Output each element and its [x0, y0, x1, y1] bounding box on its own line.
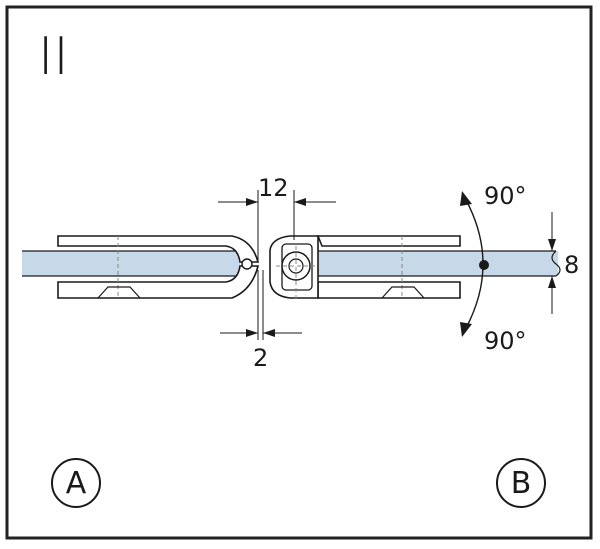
dimension-top-gap: 12: [218, 174, 336, 262]
dimension-top-gap-label: 12: [258, 174, 289, 202]
dimension-thickness-label: 8: [564, 251, 579, 279]
side-marker-a: A: [51, 458, 101, 508]
side-marker-b: B: [496, 458, 546, 508]
hinge-body-right: [269, 235, 461, 300]
rotation-up-label: 90°: [484, 182, 527, 210]
dimension-bottom-gap-label: 2: [253, 344, 268, 372]
dimension-thickness: 8: [548, 212, 579, 314]
side-marker-a-label: A: [66, 466, 87, 501]
panel-label: II: [38, 27, 69, 87]
side-marker-b-label: B: [511, 466, 532, 501]
rotation-down-label: 90°: [484, 327, 527, 355]
dimension-bottom-gap: 2: [220, 270, 302, 372]
pivot-point: [479, 260, 489, 270]
hinge-body-left: [57, 235, 260, 299]
rotation-arc: 90° 90°: [460, 182, 527, 355]
glass-pane-right: [300, 251, 558, 276]
glass-pane-left: [22, 251, 240, 276]
